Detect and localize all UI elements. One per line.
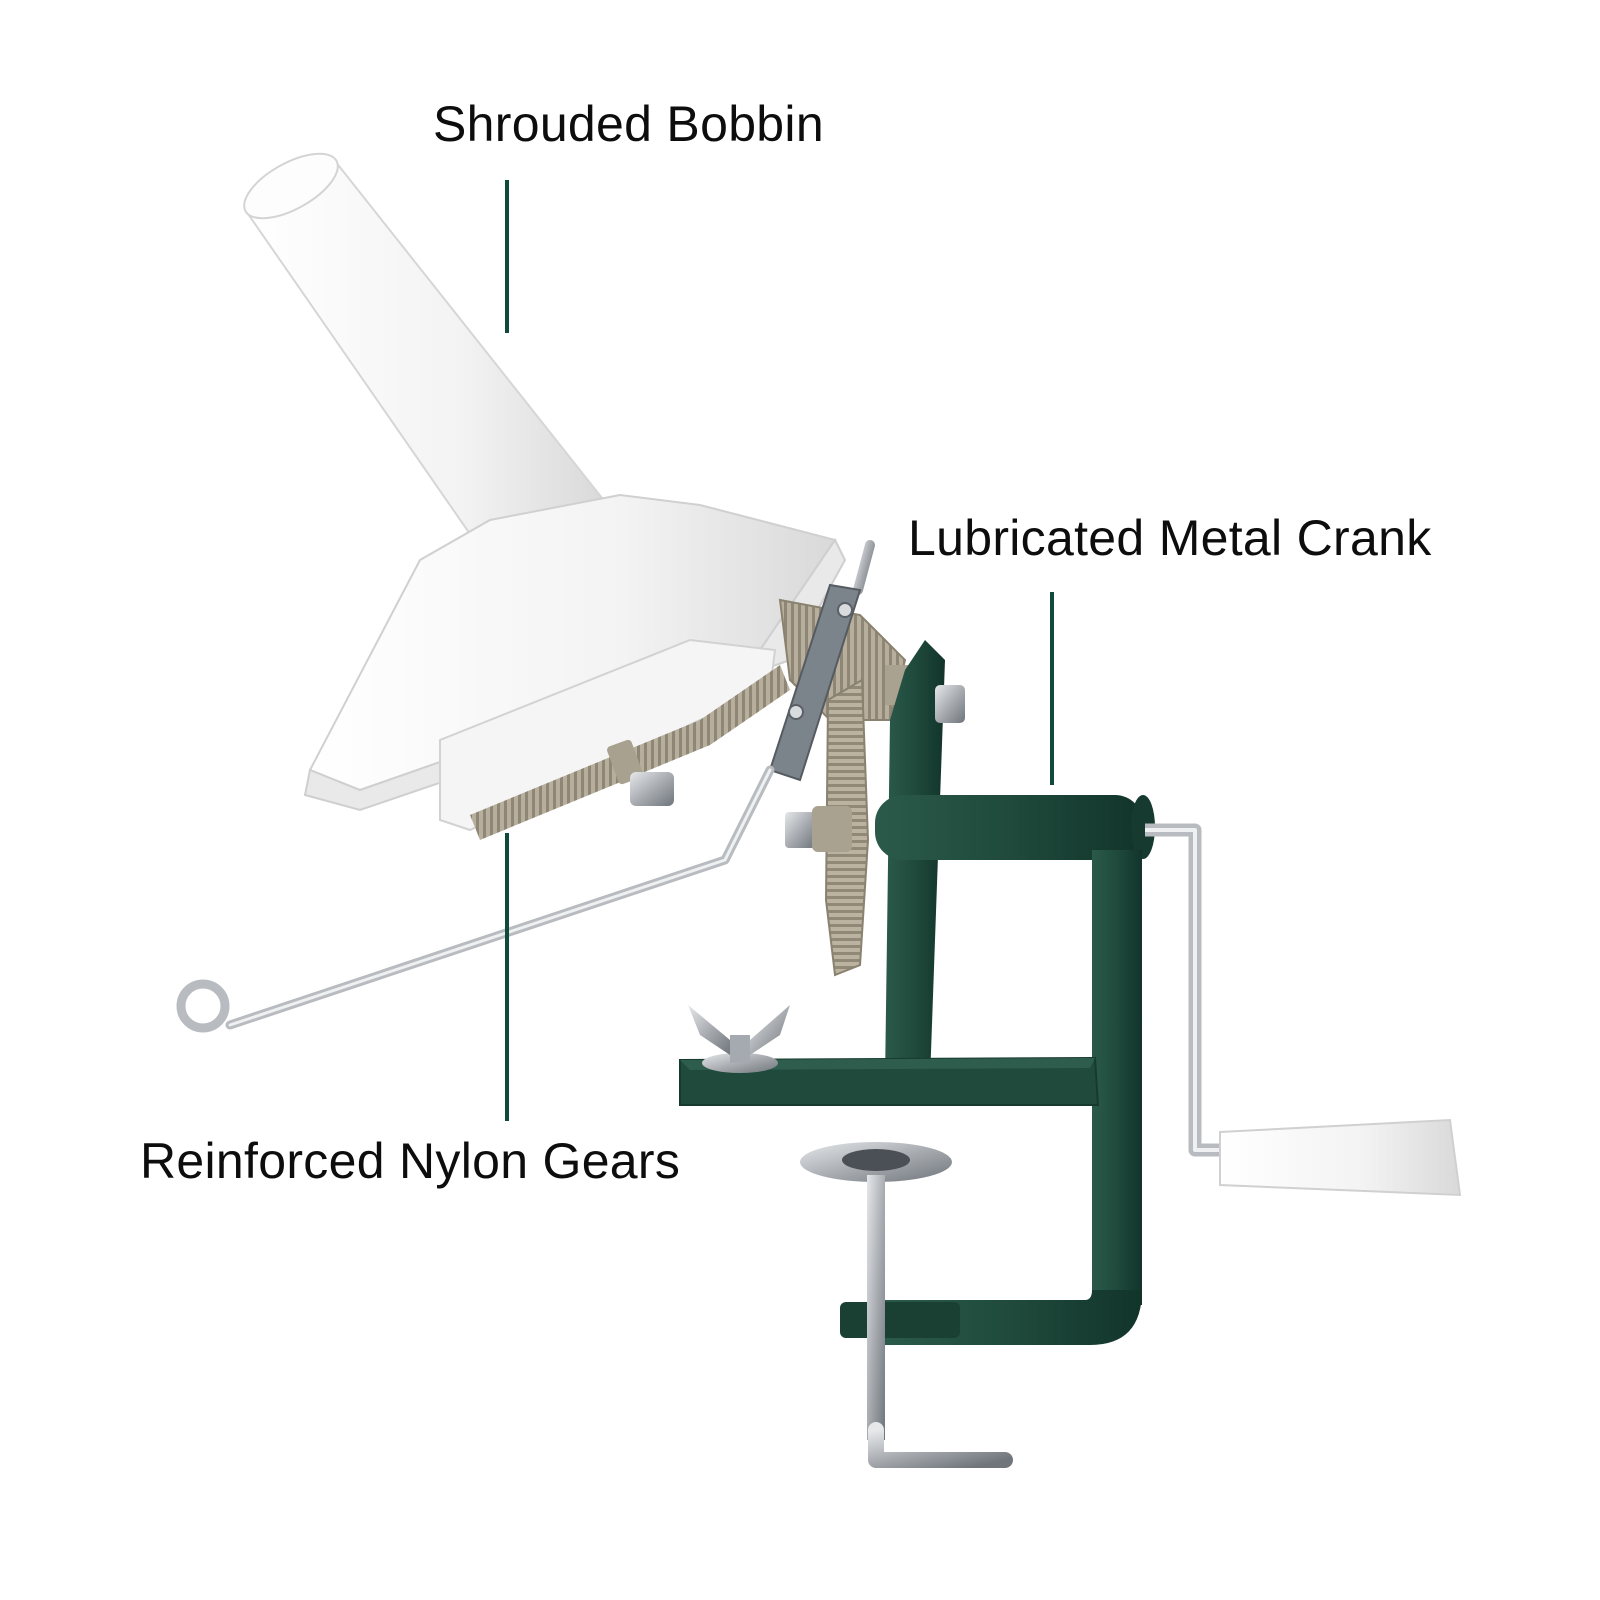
linkage-arm — [768, 540, 875, 782]
bobbin-leader-line — [505, 180, 509, 333]
bobbin-bolt — [607, 739, 674, 806]
nylon-gears-label: Reinforced Nylon Gears — [140, 1133, 681, 1189]
yarn-guide-wire — [176, 765, 775, 1033]
metal-crank-label: Lubricated Metal Crank — [908, 510, 1432, 566]
shrouded-bobbin — [243, 152, 847, 840]
yarn-guide-eyelet — [176, 979, 230, 1033]
crank-handle — [1145, 823, 1462, 1197]
shrouded-bobbin-label: Shrouded Bobbin — [433, 96, 824, 152]
clamp-frame — [679, 640, 1155, 1345]
clamp-screw — [800, 1142, 1013, 1468]
bobbin-tube — [244, 159, 608, 562]
gears-leader-line — [505, 833, 509, 1121]
crank-knob — [1219, 1118, 1462, 1197]
crank-leader-line — [1050, 592, 1054, 785]
wing-nut — [688, 1005, 790, 1073]
bobbin-tube-top — [243, 152, 339, 220]
